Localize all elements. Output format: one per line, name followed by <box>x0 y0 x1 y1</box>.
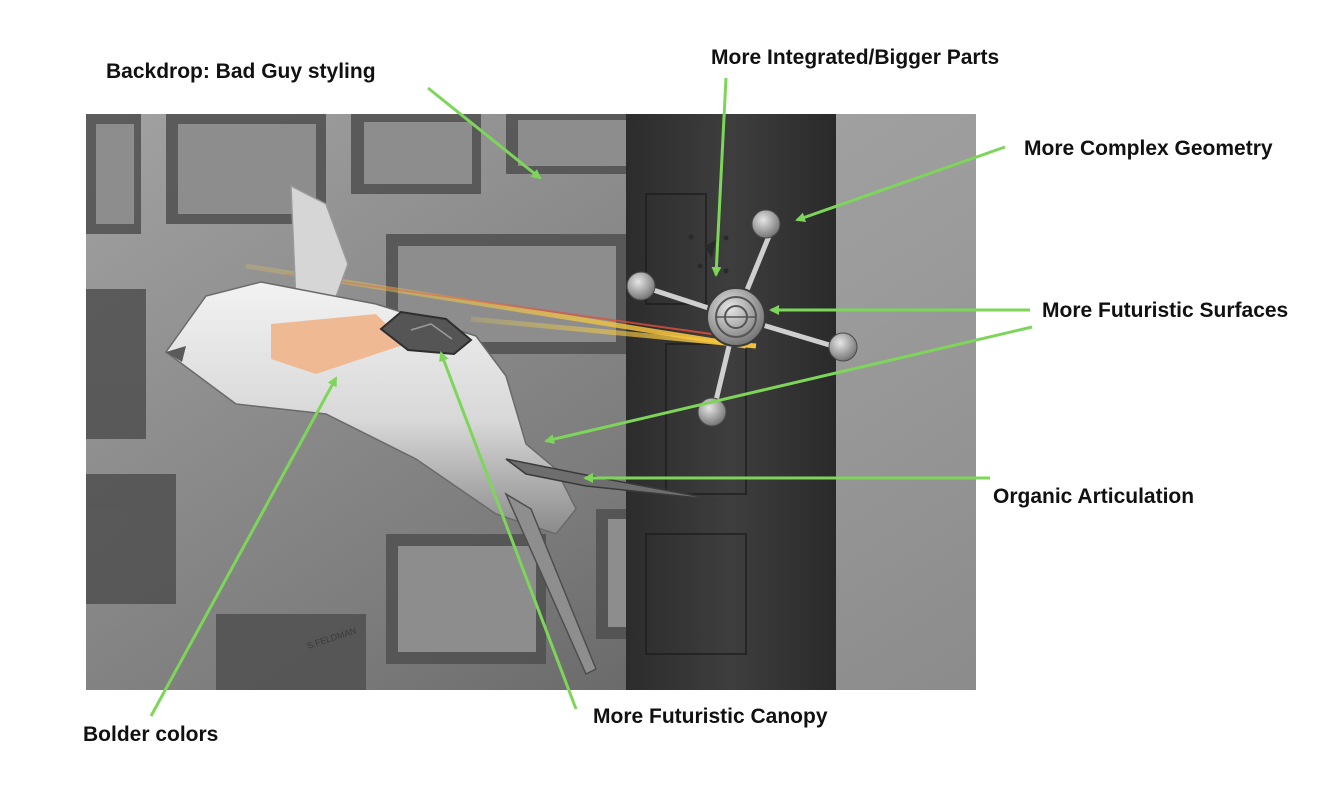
spaceship-scene-image: S.FELDMAN <box>86 114 976 690</box>
backdrop-wall: S.FELDMAN <box>86 114 976 690</box>
spaceship-tail-fin <box>290 184 349 326</box>
drone-pod-left <box>626 271 656 301</box>
dark-tower <box>626 114 836 690</box>
label-organic-articulation: Organic Articulation <box>993 485 1195 508</box>
label-bolder-colors: Bolder colors <box>83 723 219 746</box>
label-integrated-parts: More Integrated/Bigger Parts <box>711 46 1000 69</box>
label-futuristic-canopy: More Futuristic Canopy <box>593 705 828 728</box>
drone-pod-right <box>828 332 858 362</box>
spaceship-orange-band <box>271 314 406 374</box>
label-complex-geometry: More Complex Geometry <box>1024 137 1273 160</box>
label-backdrop: Backdrop: Bad Guy styling <box>106 60 376 83</box>
label-futuristic-surfaces: More Futuristic Surfaces <box>1042 299 1289 322</box>
drone-pod-top <box>751 209 781 239</box>
drone-pod-bottom <box>697 397 727 427</box>
spaceship-nose-fin <box>166 346 186 362</box>
spaceship-canopy <box>379 310 473 356</box>
